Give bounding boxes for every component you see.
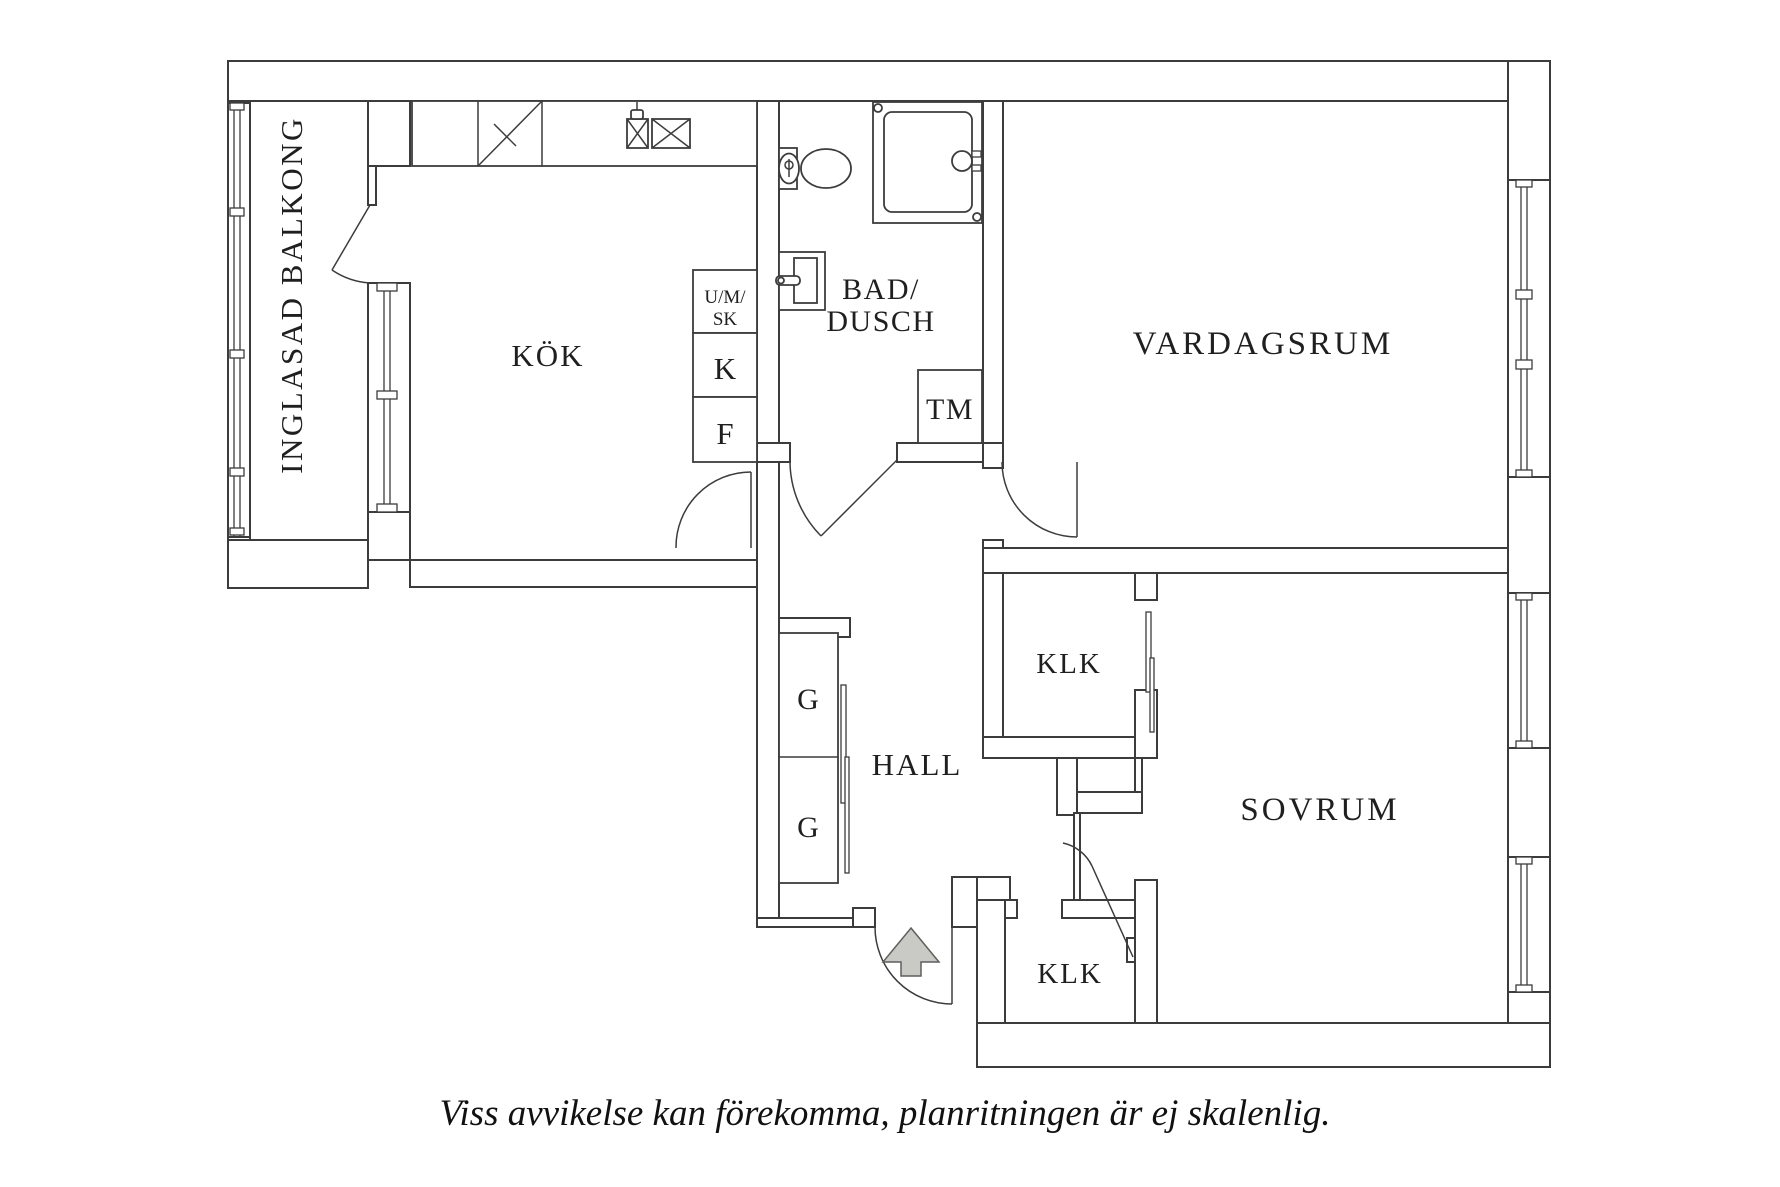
balcony-label: INGLASAD BALKONG [274,116,309,474]
wall-segment [756,442,791,463]
wall-segment [367,165,377,206]
walls [227,60,1551,1068]
kitchen-sink-icon [626,102,691,149]
door-swing-icon [874,926,953,1005]
counter-stove-icon [477,100,543,167]
wall-segment [982,100,1004,444]
fridge-label: K [714,351,737,386]
bedroom-label: SOVRUM [1240,792,1399,828]
closet-lower-label: KLK [1037,958,1103,990]
wall-segment [982,572,1004,759]
bathroom-label-line2: DUSCH [826,305,935,338]
wall-segment [852,907,876,928]
wall-segment [227,60,1509,102]
door-swing-icon [675,471,752,549]
living-room-window [1508,179,1550,478]
door-swings [331,204,1134,1005]
bedroom-window-lower [1508,856,1550,993]
wall-segment [1507,60,1551,1068]
wall-segment [227,100,251,589]
living-room-label: VARDAGSRUM [1133,326,1393,362]
wall-segment [1061,899,1136,919]
wardrobe-label-2: G [797,811,819,844]
wall-segment [227,539,369,589]
wall-segment [756,461,780,928]
bathroom-label-line1: BAD/ [842,273,920,306]
wall-segment [896,442,984,463]
door-swing-icon [331,204,371,284]
freezer-label: F [716,416,733,451]
window-icon [1515,179,1533,188]
wall-segment [409,559,758,588]
kitchen-balcony-window [376,282,398,513]
wall-segment [982,539,1004,549]
wall-segment [756,100,780,444]
hall-label: HALL [872,747,963,782]
kitchen-cabinet-column [692,269,758,463]
closet-upper-label: KLK [1036,648,1102,680]
wall-segment [1056,757,1078,816]
wall-segment [1134,757,1143,793]
wall-segment [976,1022,1551,1068]
door-swing-icon [1001,461,1078,538]
closet-sliding-door [1145,611,1155,733]
wall-segment [367,100,411,167]
wall-segment [982,736,1158,759]
wall-segment [976,899,1006,1024]
wall-segment [1134,879,1158,1024]
washer-label: TM [926,393,974,426]
kitchen-counter [411,100,758,167]
wardrobe-label-1: G [797,683,819,716]
wall-segment [367,511,411,561]
wall-segment [951,876,981,928]
wall-segment [976,876,1011,901]
wall-segment [982,547,1509,574]
toilet-icon [778,147,852,190]
wall-segment [1076,791,1143,814]
cabinet-label-line1: U/M/ [704,287,746,308]
hall-wardrobes [778,617,851,884]
door-swing-icon [1062,842,1134,958]
wall-segment [1134,572,1158,601]
wall-segment [1073,812,1081,909]
disclaimer-caption: Viss avvikelse kan förekomma, planritnin… [440,1093,1331,1134]
kitchen-label: KÖK [511,338,584,373]
bedroom-window-upper [1508,592,1550,749]
washbasin-icon [775,251,826,311]
cabinet-label-line2: SK [713,309,738,330]
entrance-arrow-icon [881,926,941,977]
washing-machine-box [917,369,983,444]
sliding-door-icon [844,756,850,874]
wall-segment [1004,899,1018,919]
shower-icon [872,101,983,224]
balcony-glazing [228,102,250,538]
sliding-door-icon [840,684,847,804]
door-swing-icon [789,459,898,537]
wall-segment [982,442,1004,469]
